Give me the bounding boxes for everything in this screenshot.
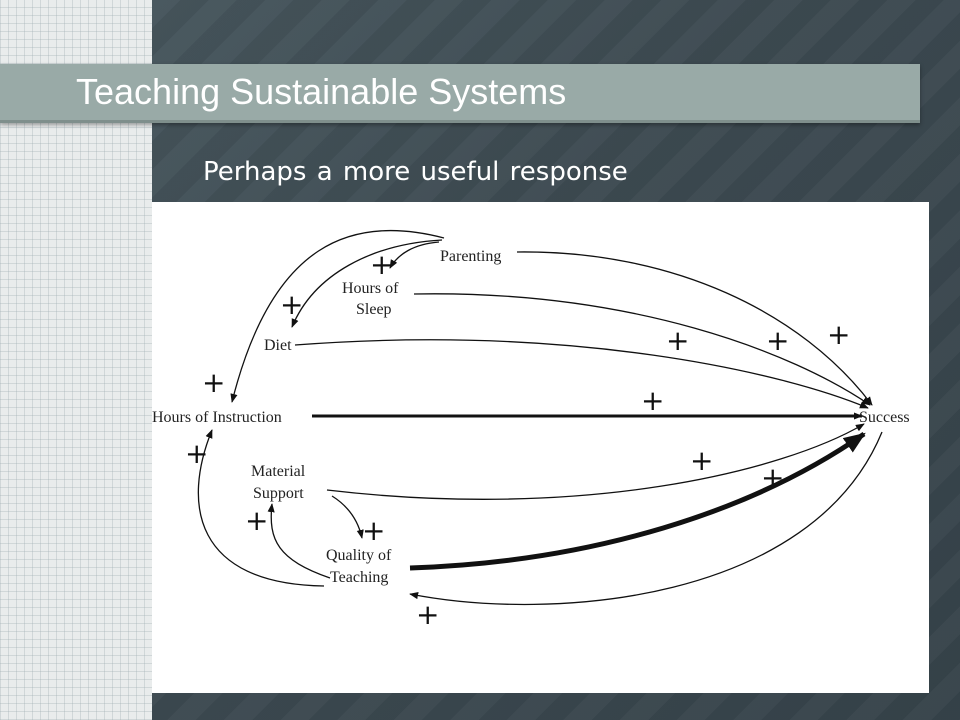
title-bar [0,64,920,123]
node-hours-of-instruction: Hours of Instruction [152,409,282,426]
polarity-parenting-diet: + [280,288,303,321]
node-quality-of-teaching-line2: Teaching [330,569,388,586]
link-quality-to-hours-of-instruction [197,429,325,587]
diagram-canvas: Parenting Hours of Sleep Diet Hours of I… [152,229,910,631]
polarity-instruction-success: + [641,384,664,417]
polarity-diet-success: + [666,324,689,357]
polarity-sleep-success: + [766,324,789,357]
polarity-material-success: + [690,444,713,477]
polarity-parenting-success: + [827,318,850,351]
polarity-parenting-instruction: + [202,366,225,399]
link-material-support-to-success [326,423,865,500]
slide-title: Teaching Sustainable Systems [76,71,567,112]
link-quality-to-material-support [267,503,331,579]
polarity-success-quality: + [416,598,439,631]
polarity-quality-success: + [761,461,784,494]
polarity-quality-instruction: + [185,437,208,470]
link-parenting-to-hours-of-instruction [230,229,445,403]
link-success-to-quality [409,431,883,606]
node-quality-of-teaching: Quality of [326,547,392,564]
link-hours-of-sleep-to-success [413,293,871,406]
causal-loop-diagram: Parenting Hours of Sleep Diet Hours of I… [152,202,929,693]
link-quality-to-success [409,431,866,571]
node-material-support-line2: Support [253,485,304,502]
polarity-quality-material: + [245,504,268,537]
polarity-material-quality: + [362,514,385,547]
node-hours-of-sleep-line2: Sleep [356,301,392,318]
node-diet: Diet [264,337,292,354]
link-material-support-to-quality [331,495,364,539]
node-material-support: Material [251,463,306,480]
polarity-parenting-sleep: + [370,248,393,281]
link-parenting-to-success [516,251,873,406]
link-diet-to-success [294,339,869,409]
slide-subtitle: Perhaps a more useful response [203,157,628,187]
node-hours-of-sleep: Hours of [342,280,399,297]
link-parenting-to-hours-of-sleep [389,241,440,269]
node-success: Success [859,409,910,426]
link-parenting-to-diet [291,239,443,328]
node-parenting: Parenting [440,248,501,265]
